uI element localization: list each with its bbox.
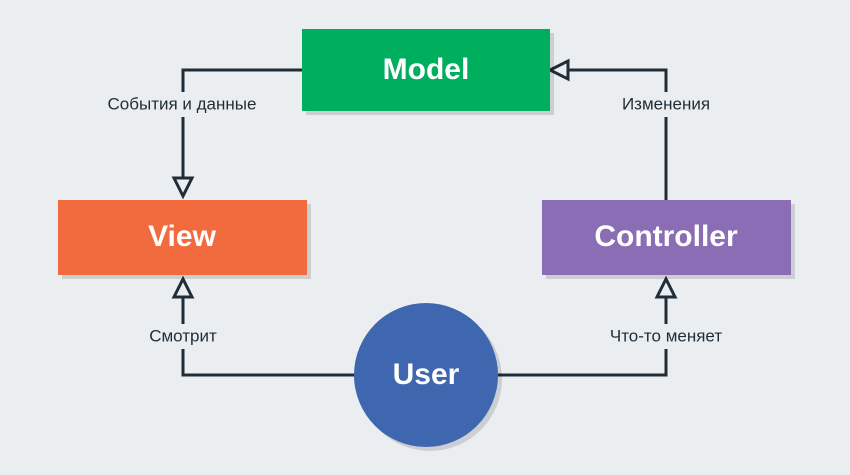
arrowhead-left-into-model xyxy=(546,58,570,82)
edge-label-user-to-controller-bg xyxy=(593,324,739,349)
edge-label-model-to-view-group: События и данные xyxy=(88,92,277,117)
edge-label-user-to-view: Смотрит xyxy=(149,326,217,345)
edge-label-user-to-controller-group: Что-то меняет xyxy=(593,324,739,349)
node-controller[interactable]: Controller xyxy=(542,200,795,279)
node-view[interactable]: View xyxy=(58,200,311,279)
model-label: Model xyxy=(383,53,470,86)
arrowhead-down-into-view xyxy=(171,176,195,200)
model-box[interactable] xyxy=(302,29,550,111)
edge-label-user-to-controller: Что-то меняет xyxy=(610,326,722,345)
edge-label-model-to-view: События и данные xyxy=(108,94,257,113)
edge-controller-to-model-line xyxy=(568,68,668,200)
view-box[interactable] xyxy=(58,200,307,275)
edge-controller-to-model xyxy=(546,58,668,200)
edge-label-controller-to-model-group: Изменения xyxy=(608,92,725,117)
user-circle[interactable] xyxy=(354,303,498,447)
node-user[interactable]: User xyxy=(354,303,502,451)
edge-user-to-view-line xyxy=(181,297,426,377)
edge-label-user-to-view-bg xyxy=(135,324,231,349)
arrowhead-up-into-view xyxy=(171,275,195,299)
arrowhead-up-into-controller xyxy=(654,275,678,299)
node-model[interactable]: Model xyxy=(302,29,554,115)
edge-model-to-view xyxy=(171,68,302,200)
edge-label-user-to-view-group: Смотрит xyxy=(135,324,231,349)
edge-label-model-to-view-bg xyxy=(88,92,277,117)
view-label: View xyxy=(148,220,216,253)
edge-user-to-controller xyxy=(426,275,678,377)
edge-label-controller-to-model: Изменения xyxy=(622,94,710,113)
edge-model-to-view-line xyxy=(181,68,302,178)
edge-user-to-controller-line xyxy=(426,297,668,377)
controller-box[interactable] xyxy=(542,200,791,275)
edge-label-controller-to-model-bg xyxy=(608,92,725,117)
controller-label: Controller xyxy=(594,220,738,253)
edge-user-to-view xyxy=(171,275,426,377)
user-label: User xyxy=(393,358,460,391)
